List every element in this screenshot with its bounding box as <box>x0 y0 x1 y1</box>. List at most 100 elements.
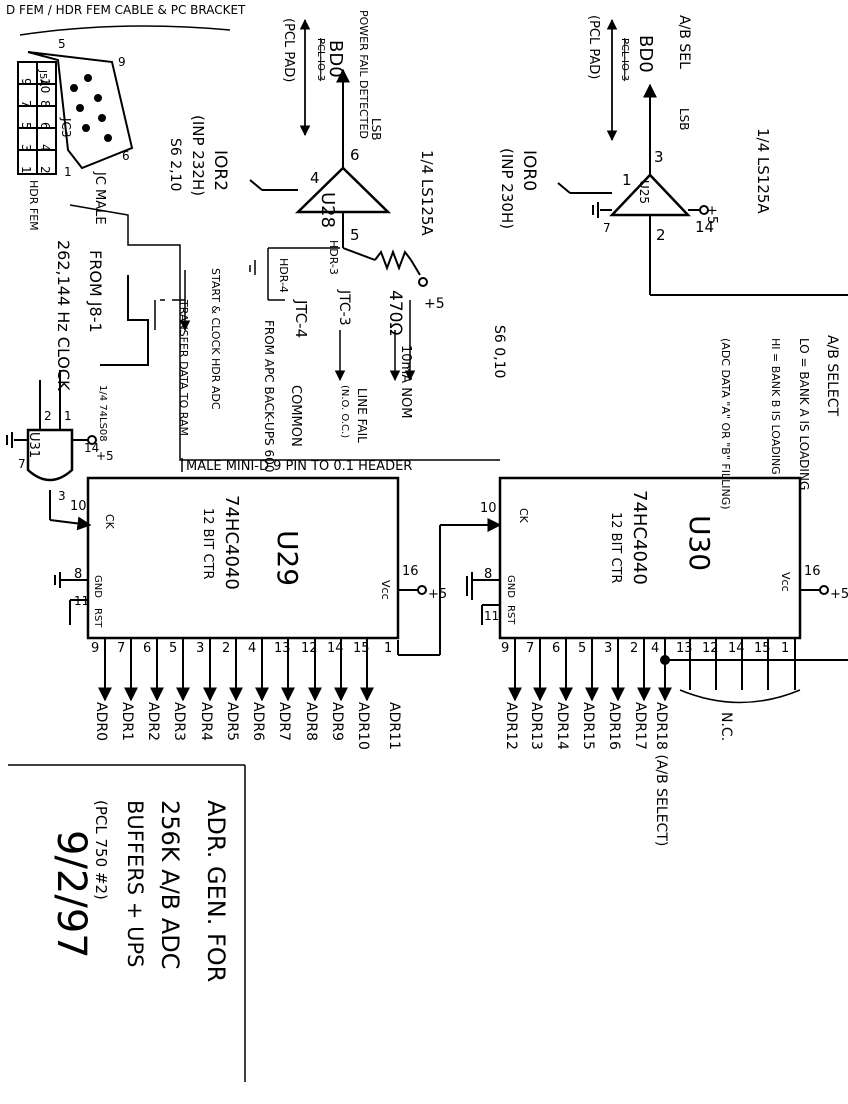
connector-j5a-label: J5A <box>37 69 48 86</box>
u25-gnd-pin: 7 <box>603 221 611 235</box>
ab-note-hi: HI = BANK B IS LOADING <box>769 338 782 475</box>
u30-output-label: ADR16 <box>606 702 622 750</box>
u29-pin-number: 4 <box>248 641 256 656</box>
u30-gnd: GND <box>505 575 516 598</box>
u29-output-label: ADR8 <box>303 702 319 741</box>
u29-output-label: ADR3 <box>171 702 187 741</box>
u28-ref: U28 <box>317 192 338 228</box>
u29-vcc: Vcc <box>379 580 392 600</box>
u28-en-label-b: JTC-3 <box>336 289 352 326</box>
u30-pin-number: 9 <box>501 641 509 656</box>
header-pin-label: 8 <box>38 100 52 108</box>
u30-output-label: ADR15 <box>580 702 596 750</box>
u29-output-label: ADR9 <box>329 702 345 741</box>
u25-in-signal: IOR0 <box>519 150 539 191</box>
u29-gnd-pin: 8 <box>74 567 82 582</box>
clock-freq: 262,144 Hz CLOCK <box>54 240 73 391</box>
u30-output-label: ADR18 (A/B SELECT) <box>653 702 669 846</box>
u30-part: 74HC4040 <box>629 490 650 585</box>
connector-jc-male-label: JC MALE <box>92 171 107 225</box>
clock-timing-2: TRANSFER DATA TO RAM <box>177 299 190 436</box>
u29-output-label: ADR6 <box>250 702 266 741</box>
u25-en-pin: 2 <box>656 226 666 244</box>
u29-desc: 12 BIT CTR <box>200 508 215 580</box>
ab-note-title: A/B SELECT <box>824 335 840 417</box>
u30-rst: RST <box>505 605 516 625</box>
u30-pin-number: 5 <box>578 641 586 656</box>
u25-out-dest: (PCL PAD) <box>586 15 601 79</box>
ab-note-tail: (ADC DATA "A" OR "B" FILLING) <box>719 338 732 510</box>
u30-vcc: Vcc <box>779 572 792 592</box>
u29-ck-pin: 10 <box>70 499 87 514</box>
gate-ref: U31 <box>26 432 41 458</box>
u30-output-label: ADR17 <box>632 702 648 750</box>
u29-pin-number: 5 <box>169 641 177 656</box>
u28-apc-source: FROM APC BACK-UPS 600 <box>262 320 276 472</box>
u29-rst: RST <box>92 608 103 628</box>
u29-gnd: GND <box>92 575 103 598</box>
u25-part: 1/4 LS125A <box>754 128 772 214</box>
u28-en-pin: 5 <box>350 226 360 244</box>
u28-en-label-c: HDR-4 <box>277 258 290 293</box>
connector-pin-9: 9 <box>118 55 126 69</box>
u25-ref: U25 <box>637 180 651 204</box>
u25-out-dest-struck: PCL-IO-3 <box>619 38 630 81</box>
u30-vcc-pin: 16 <box>804 564 821 579</box>
gate-part: 1/4 74LS08 <box>97 385 108 442</box>
u28-current-note: 10mA NOM <box>398 345 413 418</box>
u30-output-label: ADR13 <box>528 702 544 750</box>
header-pin-label: 7 <box>19 100 33 108</box>
u29-part: 74HC4040 <box>221 495 242 590</box>
u29-pin-number: 6 <box>143 641 151 656</box>
u28-out-note: POWER FAIL DETECTED <box>357 10 370 139</box>
u29-output-label: ADR11 <box>386 702 402 750</box>
cable-label: MALE MINI-D 9 PIN TO 0.1 HEADER <box>186 459 412 474</box>
u28-part: 1/4 LS125A <box>418 150 436 236</box>
u30-pin-number: 7 <box>526 641 534 656</box>
header-pin-label: 9 <box>19 78 33 86</box>
u29-output-label: ADR5 <box>224 702 240 741</box>
u30-pin-number: 3 <box>604 641 612 656</box>
u29-output-label: ADR10 <box>355 702 371 750</box>
gate-pullup: +5 <box>96 449 114 463</box>
u28-resistor: 470Ω <box>385 290 405 335</box>
u30-ref: U30 <box>683 515 716 571</box>
gate-pin-label: 1 <box>64 409 72 423</box>
u28-in-pin: 4 <box>310 169 320 187</box>
u30-pullup: +5 <box>830 587 848 602</box>
header-pin-label: 5 <box>19 122 33 130</box>
u30-pin-number: 2 <box>630 641 638 656</box>
u29-pin-number: 9 <box>91 641 99 656</box>
u29-pin-number: 12 <box>301 641 318 656</box>
u25-in-addr: (INP 230H) <box>498 148 516 229</box>
header-pin-label: 6 <box>38 122 52 130</box>
u28-in-addr: (INP 232H) <box>189 115 207 196</box>
title-line-2: 256K A/B ADC <box>156 800 184 969</box>
u25-out-signal: BD0 <box>635 35 656 73</box>
title-line-1: ADR. GEN. FOR <box>202 800 230 982</box>
u29-pullup: +5 <box>428 587 447 602</box>
u29-output-label: ADR2 <box>145 702 161 741</box>
u29-rst-pin: 11 <box>74 594 89 608</box>
u29-ck: CK <box>103 514 116 530</box>
u28-in-signal: IOR2 <box>210 150 230 191</box>
u30-output-label: ADR14 <box>554 702 570 750</box>
u28-line-fail: LINE FAIL <box>355 388 369 443</box>
u30-desc: 12 BIT CTR <box>608 512 623 584</box>
u25-out-pin: 3 <box>654 148 664 166</box>
u29-pin-number: 13 <box>274 641 291 656</box>
connector-pin-5: 5 <box>58 37 66 51</box>
gate-pin-label: 3 <box>58 489 66 503</box>
header-pin-label: 3 <box>19 144 33 152</box>
u28-out-dest-struck: PCL-IO-3 <box>315 38 326 81</box>
u30-pin-number: 4 <box>651 641 659 656</box>
u28-common: COMMON <box>288 385 303 447</box>
u30-rst-pin: 11 <box>484 609 499 623</box>
header-pin-label: 1 <box>19 166 33 174</box>
connector-pin-6: 6 <box>122 149 130 163</box>
u29-pin-number: 1 <box>384 641 392 656</box>
u30-gnd-pin: 8 <box>484 567 492 582</box>
